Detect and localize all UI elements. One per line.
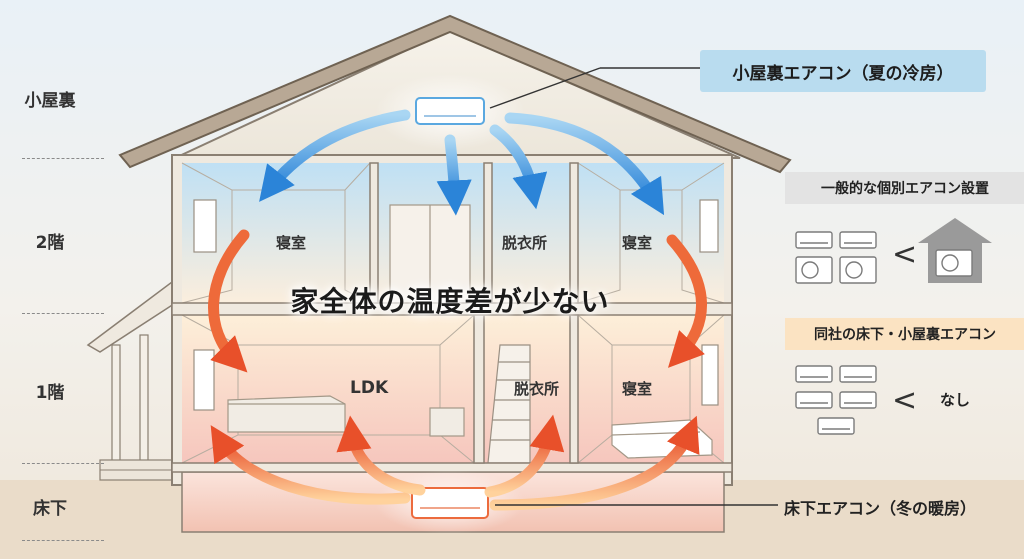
roof bbox=[118, 14, 792, 174]
floor-label-attic: 小屋裏 bbox=[24, 91, 76, 111]
room-label-1f-bedroom: 寝室 bbox=[622, 380, 653, 398]
house-icon bbox=[918, 218, 992, 283]
less-than-symbol: < bbox=[892, 237, 918, 272]
none-label: なし bbox=[940, 391, 971, 409]
room-label-2f-dressing: 脱衣所 bbox=[502, 234, 548, 252]
floor-label-underfloor: 床下 bbox=[33, 499, 67, 519]
less-than-symbol: < bbox=[892, 383, 918, 418]
general-ac-heading: 一般的な個別エアコン設置 bbox=[821, 181, 989, 197]
floor-label-first: 1階 bbox=[35, 383, 65, 403]
general-heading-bg bbox=[785, 172, 1024, 204]
room-label-2f-bedroom-right: 寝室 bbox=[622, 234, 653, 252]
floor-divider bbox=[22, 540, 104, 541]
cool-air-arrows bbox=[259, 109, 665, 216]
room-label-2f-bedroom-left: 寝室 bbox=[276, 234, 307, 252]
company-ac-heading: 同社の床下・小屋裏エアコン bbox=[814, 327, 996, 343]
warm-air-arrows bbox=[208, 229, 707, 511]
floor-label-second: 2階 bbox=[35, 233, 65, 253]
room-label-1f-dressing: 脱衣所 bbox=[514, 380, 560, 398]
floor-divider bbox=[22, 463, 104, 464]
floor-divider bbox=[22, 313, 104, 314]
attic-ac-callout: 小屋裏エアコン（夏の冷房） bbox=[700, 50, 986, 92]
company-ac-units bbox=[795, 365, 877, 435]
company-heading-bg bbox=[785, 318, 1024, 350]
general-ac-units bbox=[795, 231, 877, 284]
porch bbox=[86, 280, 181, 481]
underfloor-ac-callout: 床下エアコン（冬の暖房） bbox=[784, 499, 977, 518]
underfloor-ac-unit bbox=[411, 487, 489, 519]
attic-ac-unit bbox=[415, 97, 485, 125]
floor-divider bbox=[22, 158, 104, 159]
room-label-1f-ldk: LDK bbox=[350, 378, 389, 398]
headline-message: 家全体の温度差が少ない bbox=[290, 285, 610, 318]
